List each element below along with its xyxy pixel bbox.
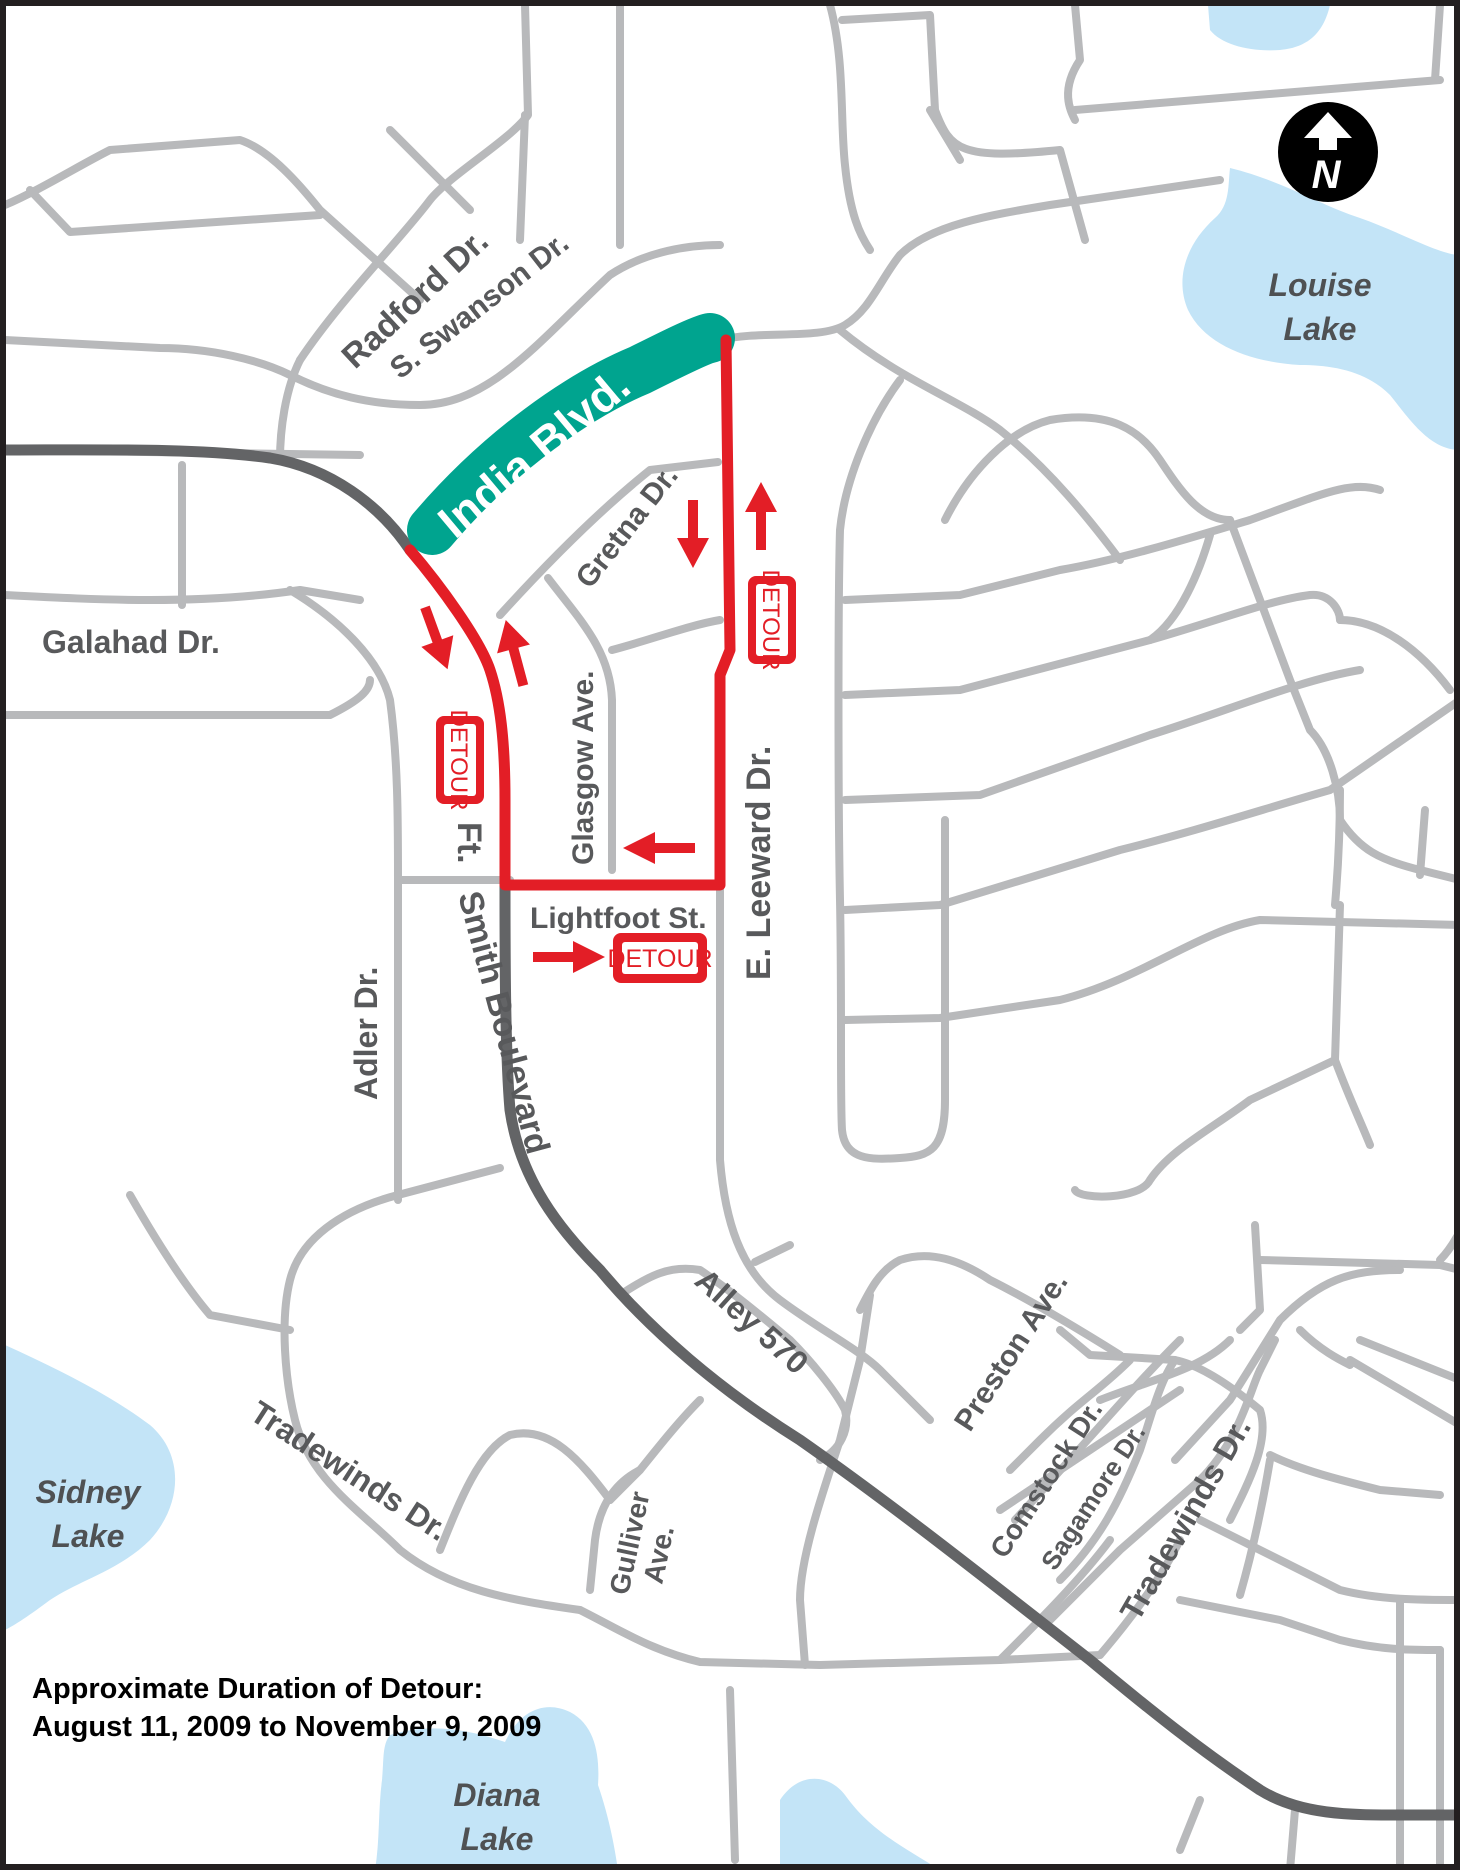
ft-smith-boulevard-road bbox=[0, 444, 1460, 1821]
duration-note: Approximate Duration of Detour: August 1… bbox=[32, 1673, 541, 1743]
arrow-north-icon bbox=[745, 482, 777, 550]
detour-route bbox=[404, 334, 736, 891]
street-label-lightfoot: Lightfoot St. bbox=[530, 902, 707, 935]
water-bodies bbox=[5, 5, 1460, 1870]
street-labels: Radford Dr. S. Swanson Dr. India Blvd. G… bbox=[42, 222, 1258, 1627]
street-label-galahad: Galahad Dr. bbox=[42, 624, 220, 660]
street-label-glasgow: Glasgow Ave. bbox=[567, 670, 600, 865]
sidney-lake bbox=[5, 1345, 176, 1630]
lake-label-sidney-2: Lake bbox=[52, 1518, 125, 1554]
arrow-south-icon bbox=[677, 500, 709, 568]
lake-label-louise-2: Lake bbox=[1284, 311, 1357, 347]
arrow-north-icon bbox=[497, 619, 530, 687]
lake-top bbox=[1208, 5, 1330, 51]
street-label-ftsmith-1: Ft. bbox=[450, 822, 488, 864]
lake-bottom-right bbox=[780, 1778, 940, 1870]
arrow-south-icon bbox=[420, 605, 454, 670]
india-blvd-label: India Blvd. bbox=[428, 358, 640, 547]
street-label-leeward: E. Leeward Dr. bbox=[740, 746, 778, 980]
detour-sign-ftsmith: DETOUR bbox=[436, 710, 484, 811]
lake-labels: Louise Lake Sidney Lake Diana Lake bbox=[36, 267, 1372, 1857]
arrow-west-icon bbox=[623, 832, 695, 864]
detour-arrows bbox=[420, 482, 777, 973]
street-label-adler: Adler Dr. bbox=[348, 967, 384, 1100]
street-label-alley: Alley 570 bbox=[688, 1261, 815, 1381]
lake-label-louise-1: Louise bbox=[1268, 267, 1371, 303]
duration-line-1: Approximate Duration of Detour: bbox=[32, 1673, 483, 1705]
north-arrow-icon: N bbox=[1278, 102, 1378, 202]
duration-line-2: August 11, 2009 to November 9, 2009 bbox=[32, 1711, 541, 1743]
street-label-tradewinds-west: Tradewinds Dr. bbox=[244, 1394, 455, 1548]
lake-label-diana-2: Lake bbox=[461, 1821, 534, 1857]
louise-lake bbox=[1182, 168, 1460, 450]
detour-sign-leeward: DETOUR bbox=[748, 570, 796, 671]
detour-sign-lightfoot: DETOUR bbox=[607, 933, 713, 983]
lake-label-sidney-1: Sidney bbox=[36, 1474, 143, 1510]
detour-sign-label: DETOUR bbox=[445, 710, 472, 811]
lake-label-diana-1: Diana bbox=[453, 1777, 540, 1813]
india-blvd-closed-road bbox=[407, 313, 735, 555]
arrow-east-icon bbox=[533, 941, 605, 973]
detour-sign-label: DETOUR bbox=[757, 570, 784, 671]
diana-lake bbox=[375, 1707, 618, 1870]
north-label: N bbox=[1312, 153, 1342, 197]
detour-sign-label: DETOUR bbox=[607, 945, 712, 973]
